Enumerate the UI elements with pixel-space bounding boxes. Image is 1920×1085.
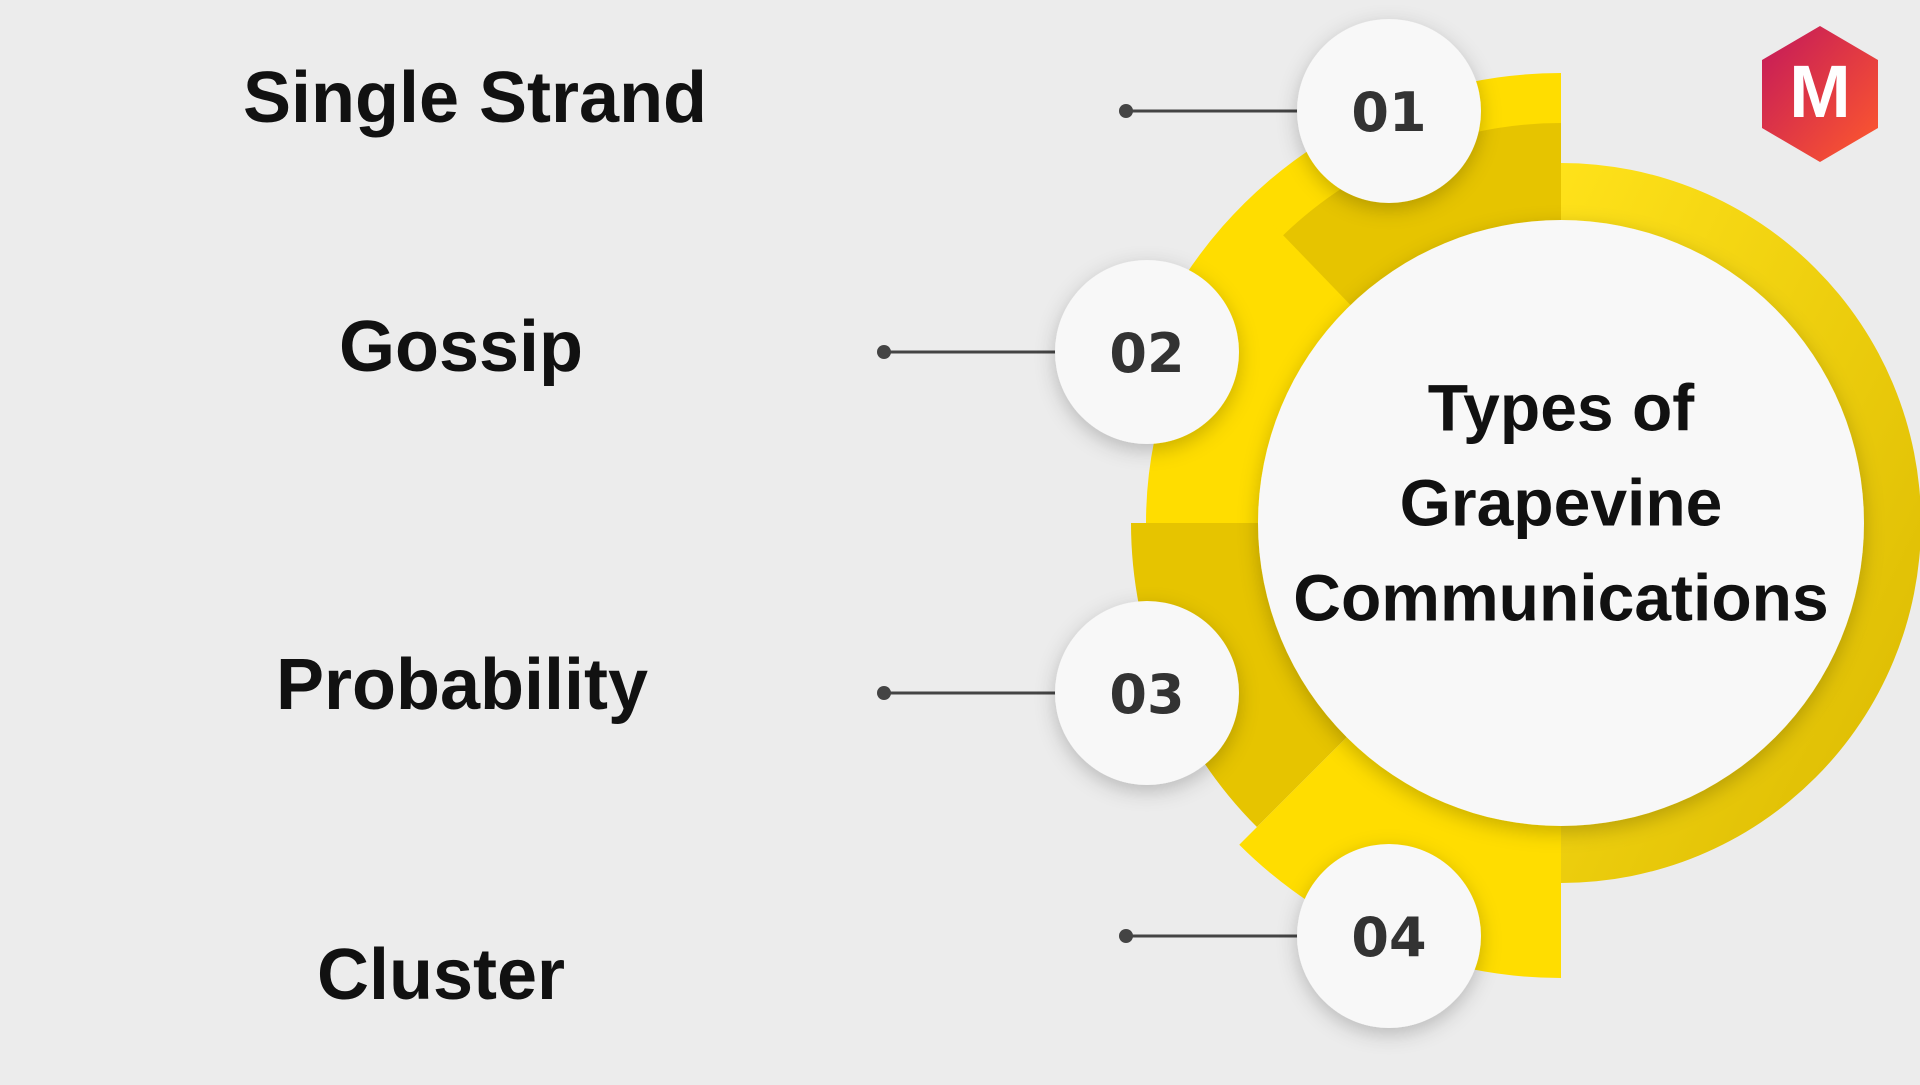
number-badge	[1055, 601, 1239, 785]
center-title: Types of Grapevine Communications	[1281, 361, 1841, 646]
number-badge	[1297, 844, 1481, 1028]
badge-number: 01	[1351, 81, 1426, 144]
badge-number: 04	[1351, 906, 1426, 969]
connector-dot	[1119, 104, 1133, 118]
item-label-single-strand: Single Strand	[242, 58, 708, 138]
title-line: Communications	[1293, 560, 1829, 635]
number-badges: 01 02 03 04	[1055, 19, 1481, 1028]
item-label-gossip: Gossip	[338, 307, 584, 387]
connector-dot	[877, 686, 891, 700]
badge-number: 03	[1109, 663, 1184, 726]
center-circle	[1258, 220, 1864, 826]
connector-dot	[877, 345, 891, 359]
brand-logo-icon: M	[1762, 26, 1878, 162]
connector-dot	[1119, 929, 1133, 943]
title-line: Types of	[1427, 370, 1695, 445]
title-line: Grapevine	[1399, 465, 1723, 540]
number-badge	[1055, 260, 1239, 444]
logo-letter: M	[1789, 50, 1851, 133]
number-badge	[1297, 19, 1481, 203]
item-label-cluster: Cluster	[316, 935, 566, 1015]
badge-number: 02	[1109, 322, 1184, 385]
item-label-probability: Probability	[275, 645, 649, 725]
